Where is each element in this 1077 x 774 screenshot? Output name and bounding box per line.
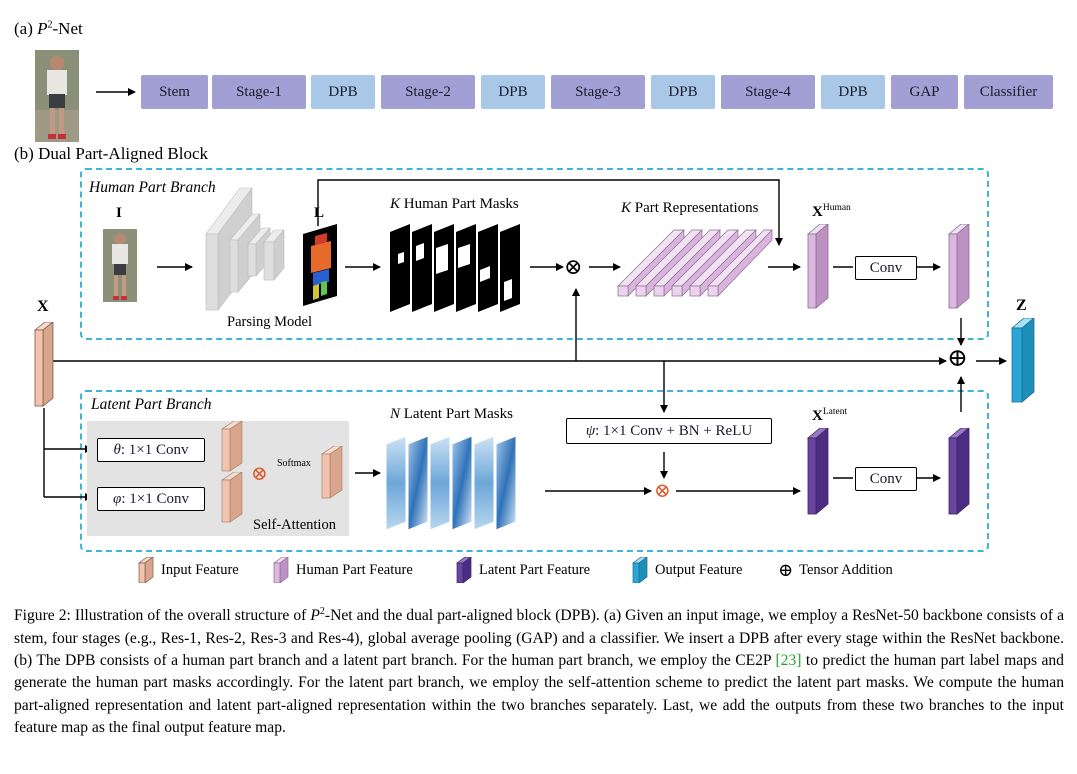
attention-output-block [321,446,343,499]
part-representations-graphic [617,229,773,297]
legend-output-feature: Output Feature [631,557,742,583]
x-human-feature-block [806,224,829,309]
latent-output-feature-block [947,428,970,515]
legend-human-swatch [272,557,289,583]
latent-branch-region [80,390,989,552]
pipeline-stage-3: Stage-3 [551,75,645,109]
figure-caption: Figure 2: Illustration of the overall st… [14,606,1064,737]
self-attention-label: Self-Attention [253,517,336,533]
input-feature-block [33,322,54,407]
human-part-masks [390,224,520,312]
phi-feature-block [221,472,243,523]
input-pedestrian-image [35,50,79,142]
x-human-label: XHuman [812,203,851,220]
latent-branch-title: Latent Part Branch [91,396,212,413]
softmax-label: Softmax [277,458,311,469]
output-z-label: Z [1016,297,1027,314]
parsing-output-map [303,224,337,306]
latent-part-masks [386,435,517,531]
psi-conv-box: ψ: 1×1 Conv + BN + ReLU [566,418,772,444]
parsing-model-graphic [205,187,285,311]
theta-conv-box: θ: 1×1 Conv [97,438,205,462]
human-branch-region [80,168,989,340]
part-b-title: (b) Dual Part-Aligned Block [14,144,209,163]
pipeline-dpb-3: DPB [651,75,715,109]
pipeline-stage-1: Stage-1 [212,75,306,109]
human-input-label: I [116,205,122,221]
legend-latent-feature: Latent Part Feature [455,557,590,583]
legend-tensor-addition: ⊕ Tensor Addition [778,559,893,580]
x-latent-feature-block [806,428,829,515]
pipeline-stage-4: Stage-4 [721,75,815,109]
human-multiply-symbol: ⊗ [564,254,583,279]
theta-feature-block [221,421,243,472]
legend-input-swatch [137,557,154,583]
x-latent-label: XLatent [812,407,848,424]
human-output-feature-block [947,224,970,309]
human-branch-title: Human Part Branch [89,179,216,196]
legend-output-swatch [631,557,648,583]
latent-masks-title: N Latent Part Masks [390,406,513,422]
pipeline-classifier: Classifier [964,75,1053,109]
input-x-label: X [37,298,49,315]
attention-multiply-symbol: ⊗ [251,463,268,485]
human-conv-box: Conv [855,256,917,280]
legend-human-feature: Human Part Feature [272,557,413,583]
output-feature-block [1010,318,1035,403]
pipeline-stage-2: Stage-2 [381,75,475,109]
pipeline-stem: Stem [141,75,208,109]
pipeline-gap: GAP [891,75,958,109]
pipeline-dpb-4: DPB [821,75,885,109]
latent-conv-box: Conv [855,467,917,491]
pipeline-dpb-1: DPB [311,75,375,109]
part-representations-title: K Part Representations [621,200,759,216]
part-a-title: (a) P2-Net [14,19,83,38]
latent-multiply-symbol: ⊗ [654,480,671,502]
human-input-image [103,229,137,302]
parsing-model-label: Parsing Model [227,314,312,330]
arrow-a [96,88,136,96]
parsing-output-label: L [314,205,325,221]
citation-link[interactable]: [23] [775,652,802,669]
phi-conv-box: φ: 1×1 Conv [97,487,205,511]
human-masks-title: K Human Part Masks [390,196,519,212]
pipeline-dpb-2: DPB [481,75,545,109]
tensor-addition-symbol: ⊕ [947,345,968,372]
legend-latent-swatch [455,557,472,583]
legend-input-feature: Input Feature [137,557,239,583]
legend-addition-symbol: ⊕ [778,559,794,580]
